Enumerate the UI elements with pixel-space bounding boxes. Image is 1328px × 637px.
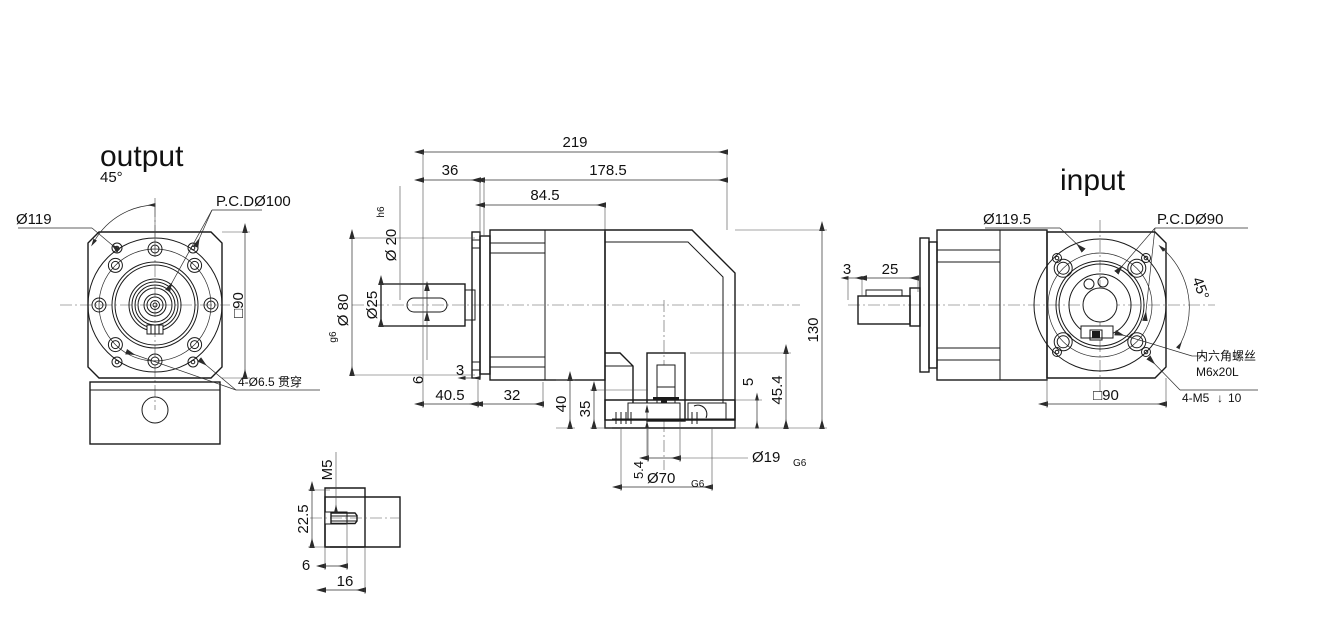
dim-45-4 — [690, 344, 791, 429]
dim-input-pcd — [1114, 227, 1248, 322]
note-input-tap-depth: 10 — [1228, 391, 1242, 405]
dim-boss-dia-25-text: Ø25 — [364, 291, 381, 319]
input-shaft — [857, 287, 921, 327]
dim-bore-70 — [612, 428, 713, 491]
dim-flange-dia-80-tol: g6 — [328, 331, 339, 343]
dim-detail-22-5-text: 22.5 — [295, 504, 312, 533]
dim-input-angle — [1158, 244, 1190, 350]
dim-input-angle-text: 45° — [1188, 275, 1212, 302]
dim-flange-dia-80 — [349, 229, 475, 376]
dim-bore-19-text: Ø19 — [752, 449, 780, 466]
dim-input-pcd-text: P.C.DØ90 — [1157, 211, 1223, 228]
dim-detail-16-text: 16 — [337, 573, 354, 590]
dim-detail-6 — [316, 523, 348, 570]
dim-5 — [735, 392, 762, 429]
dim-key-width-6-text: 6 — [410, 376, 427, 384]
dim-input-outer-dia-text: Ø119.5 — [983, 211, 1031, 228]
dim-32-text: 32 — [504, 387, 521, 404]
dim-40-5-text: 40.5 — [435, 387, 464, 404]
dim-178-5 — [475, 177, 728, 236]
main-base-plate-section — [604, 399, 736, 429]
note-input-tap-text: 4-M5 — [1182, 391, 1210, 405]
note-input-screw-cn: 内六角螺丝 — [1196, 349, 1256, 363]
note-input-screw — [1114, 330, 1205, 357]
dim-output-pcd — [165, 209, 262, 293]
dim-130-text: 130 — [805, 317, 822, 342]
dim-84-5 — [475, 202, 606, 232]
dim-detail-M5-text: M5 — [319, 460, 336, 481]
dim-shaft-dia-20-text: Ø 20 — [383, 229, 400, 262]
dim-219-text: 219 — [562, 134, 587, 151]
main-right-angle-housing — [604, 229, 736, 421]
dim-input-outer-dia — [985, 227, 1086, 253]
dim-84-5-text: 84.5 — [530, 187, 559, 204]
dim-36-text: 36 — [442, 162, 459, 179]
dim-flange-dia-80-text: Ø 80 — [335, 294, 352, 327]
dim-detail-6-text: 6 — [302, 557, 310, 574]
dim-40-text: 40 — [553, 396, 570, 413]
dim-input-shaft-3-text: 3 — [843, 261, 851, 278]
output-face-view: Ø119 45° P.C.DØ100 □90 — [16, 140, 320, 445]
dim-boss-dia-25 — [378, 275, 410, 327]
dim-output-square-text: □90 — [230, 292, 247, 318]
dim-32 — [473, 382, 544, 408]
note-input-tap — [1146, 355, 1258, 391]
output-bolt-holes — [91, 241, 219, 369]
dim-input-square — [1038, 378, 1167, 408]
note-input-screw-size: M6x20L — [1196, 365, 1239, 379]
dim-5-text: 5 — [740, 378, 757, 386]
dim-bore-19-tol: G6 — [793, 458, 807, 469]
keyway-detail-view: M5 22.5 6 16 — [295, 452, 401, 594]
dim-35-text: 35 — [577, 401, 594, 418]
dim-40 — [556, 371, 575, 429]
dim-5-4-text: 5.4 — [631, 461, 646, 479]
main-section-view: 219 36 178.5 84.5 Ø 20 — [328, 134, 827, 491]
dim-output-pcd-text: P.C.DØ100 — [216, 193, 291, 210]
input-corner-holes — [1052, 253, 1151, 357]
dim-bore-70-text: Ø70 — [647, 470, 675, 487]
output-base-block — [89, 381, 221, 445]
note-input-tap-depth-symbol: ↓ — [1217, 391, 1223, 405]
dim-detail-22-5 — [308, 481, 330, 548]
output-hub — [128, 278, 182, 335]
dim-178-5-text: 178.5 — [589, 162, 627, 179]
dim-130 — [735, 221, 827, 429]
dim-45-4-text: 45.4 — [769, 375, 786, 404]
output-view-title: output — [100, 140, 184, 173]
dim-3-text: 3 — [456, 362, 464, 379]
input-face-view: 3 25 Ø119.5 P.C.DØ90 45 — [840, 164, 1258, 408]
dim-shaft-dia-20-tol: h6 — [376, 206, 387, 218]
note-output-holes-text: 4-Ø6.5 贯穿 — [238, 374, 302, 389]
dim-36 — [414, 177, 481, 236]
dim-detail-16 — [316, 547, 366, 594]
dim-output-angle-text: 45° — [100, 169, 123, 186]
input-view-title: input — [1060, 164, 1126, 197]
dim-35 — [590, 381, 648, 429]
dim-input-shaft-25-text: 25 — [882, 261, 899, 278]
dim-219 — [414, 149, 728, 292]
dim-input-shaft-3 — [840, 276, 863, 300]
dim-output-angle — [91, 198, 156, 250]
dim-output-square — [222, 223, 250, 379]
dim-input-square-text: □90 — [1093, 387, 1119, 404]
dim-output-outer-dia-text: Ø119 — [16, 211, 52, 228]
input-clamp-hub — [1068, 273, 1132, 341]
dim-bore-19 — [639, 421, 748, 462]
dim-bore-70-tol: G6 — [691, 479, 705, 490]
dim-input-shaft-25 — [857, 275, 919, 292]
note-output-holes — [125, 349, 320, 391]
